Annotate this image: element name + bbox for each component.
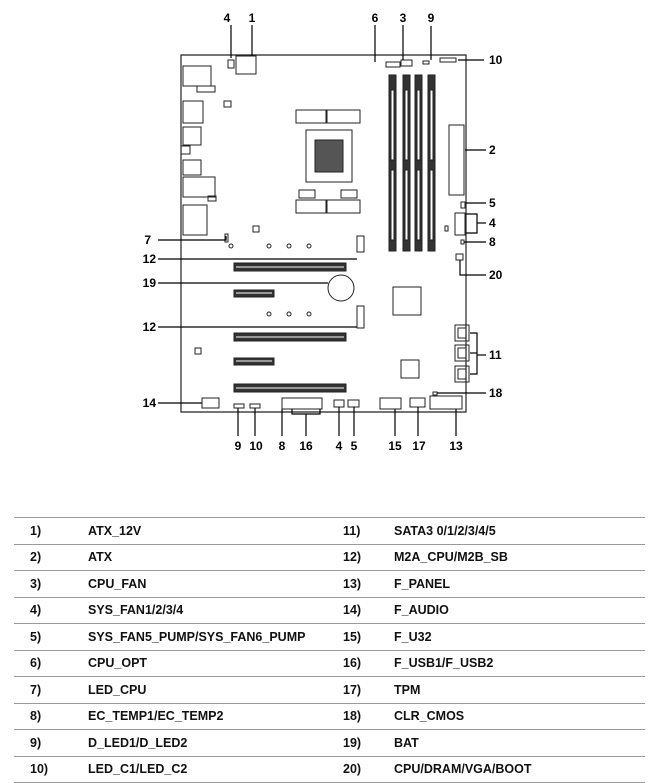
connector-legend-table: 1) ATX_12V 11) SATA3 0/1/2/3/4/5 2) ATX … xyxy=(14,517,645,783)
callout-led-cpu: 7 xyxy=(144,233,151,247)
legend-label: TPM xyxy=(388,676,645,703)
callout-ec-temp-right: 8 xyxy=(489,235,496,249)
f-u32-header xyxy=(379,397,402,410)
tpm-header xyxy=(409,397,426,408)
callout-debug-leds: 20 xyxy=(489,268,503,282)
callout-led-c-bottom: 10 xyxy=(249,439,263,453)
legend-row: 1) ATX_12V 11) SATA3 0/1/2/3/4/5 xyxy=(14,517,645,544)
legend-label: LED_CPU xyxy=(80,676,343,703)
callout-sys-fan-pump-right: 5 xyxy=(489,196,496,210)
legend-number: 15) xyxy=(343,623,388,650)
legend-number: 11) xyxy=(343,517,388,544)
legend-label: F_AUDIO xyxy=(388,596,645,624)
legend-number: 14) xyxy=(343,596,388,624)
legend-number: 5) xyxy=(14,623,80,650)
legend-label: D_LED1/D_LED2 xyxy=(80,729,343,756)
legend-label: CPU_OPT xyxy=(80,649,343,677)
legend-number: 10) xyxy=(14,755,80,783)
callout-sys-fan-right: 4 xyxy=(489,216,496,230)
legend-number: 19) xyxy=(343,729,388,756)
callout-sata: 11 xyxy=(489,348,502,362)
cpu-fan-header xyxy=(400,59,413,67)
legend-row: 4) SYS_FAN1/2/3/4 14) F_AUDIO xyxy=(14,596,645,624)
callout-sys-fan-bottom: 4 xyxy=(336,439,343,453)
legend-number: 13) xyxy=(343,570,388,597)
legend-label: ATX_12V xyxy=(80,517,343,544)
legend-number: 16) xyxy=(343,649,388,677)
legend-row: 9) D_LED1/D_LED2 19) BAT xyxy=(14,729,645,756)
callout-f-audio: 14 xyxy=(143,396,157,410)
legend-label: CPU_FAN xyxy=(80,570,343,597)
legend-row: 3) CPU_FAN 13) F_PANEL xyxy=(14,570,645,597)
legend-row: 2) ATX 12) M2A_CPU/M2B_SB xyxy=(14,543,645,571)
legend-number: 12) xyxy=(343,543,388,571)
legend-label: LED_C1/LED_C2 xyxy=(80,755,343,783)
legend-label: CPU/DRAM/VGA/BOOT xyxy=(388,755,645,783)
callout-d-led-top: 9 xyxy=(428,11,435,25)
legend-label: M2A_CPU/M2B_SB xyxy=(388,543,645,571)
legend-label: BAT xyxy=(388,729,645,756)
callout-d-led-bottom: 9 xyxy=(235,439,242,453)
callout-m2-b: 12 xyxy=(143,320,157,334)
legend-number: 7) xyxy=(14,676,80,703)
chipset xyxy=(392,286,422,316)
legend-number: 6) xyxy=(14,649,80,677)
legend-label: CLR_CMOS xyxy=(388,702,645,730)
cpu-socket xyxy=(305,129,353,183)
legend-row: 8) EC_TEMP1/EC_TEMP2 18) CLR_CMOS xyxy=(14,702,645,730)
callout-atx-12v-a: 4 xyxy=(224,11,231,25)
legend-number: 9) xyxy=(14,729,80,756)
battery xyxy=(327,274,355,302)
f-usb-headers xyxy=(281,397,323,410)
callout-atx: 2 xyxy=(489,143,496,157)
legend-number: 20) xyxy=(343,755,388,783)
legend-label: F_USB1/F_USB2 xyxy=(388,649,645,677)
f-audio-header xyxy=(201,397,220,409)
board-outline xyxy=(180,54,467,413)
legend-number: 3) xyxy=(14,570,80,597)
callout-cpu-opt: 6 xyxy=(372,11,379,25)
f-panel-header xyxy=(429,395,463,410)
legend-row: 7) LED_CPU 17) TPM xyxy=(14,676,645,703)
callout-cpu-fan: 3 xyxy=(400,11,407,25)
atx-connector xyxy=(448,124,465,196)
legend-number: 17) xyxy=(343,676,388,703)
legend-number: 18) xyxy=(343,702,388,730)
callout-led-c-top: 10 xyxy=(489,53,503,67)
legend-number: 8) xyxy=(14,702,80,730)
callout-f-panel: 13 xyxy=(449,439,463,453)
callout-f-u32: 15 xyxy=(388,439,402,453)
legend-number: 2) xyxy=(14,543,80,571)
m2a-slot xyxy=(356,235,365,253)
legend-label: SYS_FAN1/2/3/4 xyxy=(80,596,343,624)
callout-tpm: 17 xyxy=(412,439,426,453)
legend-row: 10) LED_C1/LED_C2 20) CPU/DRAM/VGA/BOOT xyxy=(14,755,645,783)
legend-label: SYS_FAN5_PUMP/SYS_FAN6_PUMP xyxy=(80,623,343,650)
callout-atx-12v: 1 xyxy=(249,11,256,25)
legend-label: F_PANEL xyxy=(388,570,645,597)
rear-io-block xyxy=(182,65,212,87)
legend-label: F_U32 xyxy=(388,623,645,650)
atx-12v-connector xyxy=(235,55,257,75)
legend-label: EC_TEMP1/EC_TEMP2 xyxy=(80,702,343,730)
callout-m2-a: 12 xyxy=(143,252,157,266)
legend-number: 1) xyxy=(14,517,80,544)
dimm-slots xyxy=(388,74,436,252)
sata-ports xyxy=(454,324,470,383)
callout-f-usb: 16 xyxy=(299,439,313,453)
legend-row: 6) CPU_OPT 16) F_USB1/F_USB2 xyxy=(14,649,645,677)
callout-clr-cmos: 18 xyxy=(489,386,503,400)
motherboard-layout-diagram: 4 1 6 3 9 10 2 5 4 8 20 11 18 7 12 19 12… xyxy=(143,11,503,453)
callout-ec-temp-bottom: 8 xyxy=(279,439,286,453)
legend-label: SATA3 0/1/2/3/4/5 xyxy=(388,517,645,544)
legend-label: ATX xyxy=(80,543,343,571)
legend-row: 5) SYS_FAN5_PUMP/SYS_FAN6_PUMP 15) F_U32 xyxy=(14,623,645,650)
callout-bat: 19 xyxy=(143,276,157,290)
cpu-opt-header xyxy=(385,61,401,68)
m2b-slot xyxy=(356,305,365,329)
callout-sys-fan-pump-bottom: 5 xyxy=(351,439,358,453)
legend-number: 4) xyxy=(14,596,80,624)
